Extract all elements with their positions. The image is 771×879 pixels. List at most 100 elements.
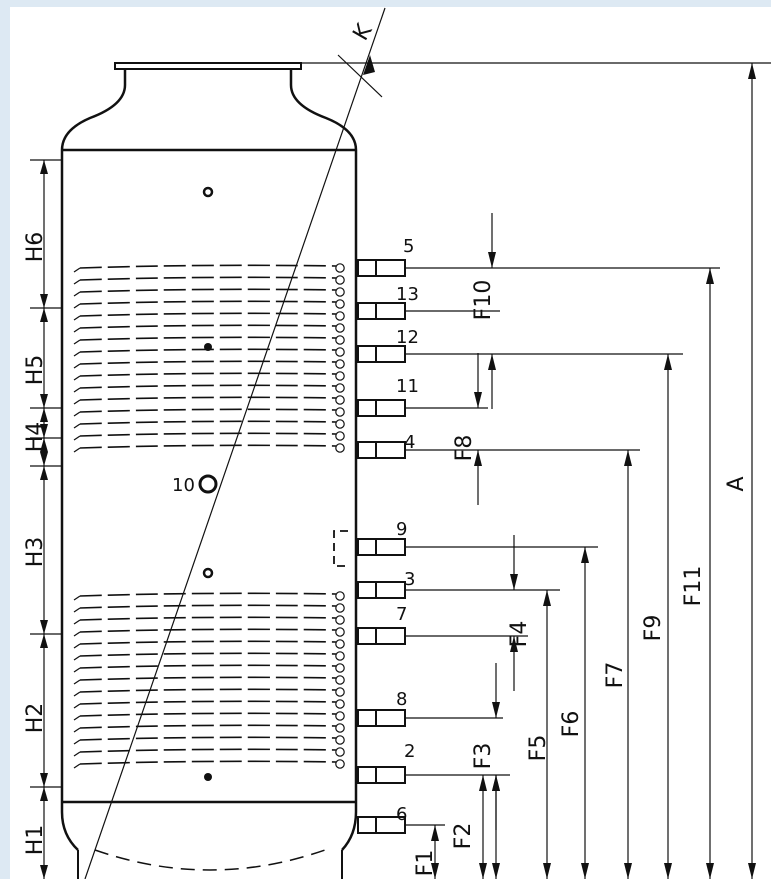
lower-coil-pipe-section bbox=[335, 675, 345, 685]
right-dimension-lines bbox=[300, 62, 771, 879]
nozzle bbox=[357, 581, 406, 599]
upper-coil bbox=[73, 263, 345, 453]
dim-label-f9: F9 bbox=[641, 615, 666, 642]
lower-coil-turn-end bbox=[73, 715, 81, 721]
upper-coil-pipe-section bbox=[335, 335, 345, 345]
conn-num-4: 4 bbox=[404, 432, 415, 453]
left-arrow-down bbox=[40, 620, 48, 634]
dim-f9-arrow-bottom bbox=[664, 863, 672, 879]
tilt-diagonal bbox=[84, 7, 386, 879]
dim-label-h3: H3 bbox=[23, 537, 48, 568]
tilt-arrow bbox=[363, 55, 375, 75]
lower-coil-pipe-section bbox=[335, 711, 345, 721]
upper-coil-turn-end bbox=[73, 339, 81, 345]
dim-f7-arrow-bottom bbox=[624, 863, 632, 879]
dim-label-a: A bbox=[724, 476, 749, 491]
dim-label-h2: H2 bbox=[23, 703, 48, 734]
lower-coil-turn bbox=[79, 724, 337, 729]
upper-coil-turn-end bbox=[73, 351, 81, 357]
sensor-socket-1 bbox=[202, 186, 214, 198]
lower-coil-turn bbox=[79, 760, 337, 765]
tank-shell-right bbox=[289, 70, 358, 851]
upper-coil-turn-end bbox=[73, 375, 81, 381]
upper-coil-turn-end bbox=[73, 423, 81, 429]
upper-coil-turn-end bbox=[73, 435, 81, 441]
upper-coil-turn bbox=[79, 288, 337, 293]
dim-f8-arrow-a bbox=[474, 392, 482, 408]
dim-label-h5: H5 bbox=[23, 355, 48, 386]
dim-f9-arrow-top bbox=[664, 354, 672, 370]
dim-f4-arrow-a bbox=[510, 574, 518, 590]
conn-num-9: 9 bbox=[396, 519, 407, 540]
left-arrow-down bbox=[40, 424, 48, 438]
upper-coil-turn-end bbox=[73, 363, 81, 369]
upper-coil-pipe-section bbox=[335, 347, 345, 357]
upper-coil-turn bbox=[79, 420, 337, 425]
upper-coil-turn bbox=[79, 396, 337, 401]
lower-coil-turn-end bbox=[73, 763, 81, 769]
upper-coil-turn bbox=[79, 300, 337, 305]
nozzle bbox=[357, 627, 406, 645]
dim-label-h4: H4 bbox=[23, 422, 48, 453]
dim-f1-arrow-top bbox=[431, 825, 439, 841]
conn-num-6: 6 bbox=[396, 804, 407, 825]
lower-coil-pipe-section bbox=[335, 663, 345, 673]
bottom-dome-dashed bbox=[94, 849, 326, 871]
upper-coil-pipe-section bbox=[335, 419, 345, 429]
upper-coil-turn bbox=[79, 360, 337, 365]
dim-f7-arrow-top bbox=[624, 450, 632, 466]
dim-f5-arrow-bottom bbox=[543, 863, 551, 879]
lower-coil-turn bbox=[79, 688, 337, 693]
dim-label-h1: H1 bbox=[23, 825, 48, 856]
upper-coil-turn bbox=[79, 408, 337, 413]
lower-coil-turn bbox=[79, 652, 337, 657]
sensor-socket-3 bbox=[202, 567, 214, 579]
dim-f10-arrow-a bbox=[488, 252, 496, 268]
conn-num-2: 2 bbox=[404, 741, 415, 762]
upper-coil-pipe-section bbox=[335, 407, 345, 417]
left-arrow-down bbox=[40, 294, 48, 308]
lower-coil-pipe-section bbox=[335, 615, 345, 625]
nozzle bbox=[357, 345, 406, 363]
upper-coil-turn bbox=[79, 336, 337, 341]
upper-coil-turn-end bbox=[73, 399, 81, 405]
dim-label-f2: F2 bbox=[451, 823, 476, 850]
upper-coil-pipe-section bbox=[335, 371, 345, 381]
optional-socket-9 bbox=[333, 530, 348, 567]
conn-num-10: 10 bbox=[172, 475, 195, 496]
upper-coil-pipe-section bbox=[335, 395, 345, 405]
lower-coil-turn-end bbox=[73, 739, 81, 745]
upper-coil-turn bbox=[79, 324, 337, 329]
upper-coil-pipe-section bbox=[335, 299, 345, 309]
upper-coil-turn-end bbox=[73, 279, 81, 285]
lower-coil-turn bbox=[79, 592, 337, 597]
lower-coil-pipe-section bbox=[335, 747, 345, 757]
nozzle bbox=[357, 441, 406, 459]
lower-coil-turn bbox=[79, 640, 337, 645]
dim-f10-arrow-b bbox=[488, 354, 496, 370]
upper-coil-turn bbox=[79, 384, 337, 389]
dim-label-f4: F4 bbox=[507, 621, 532, 648]
nozzle bbox=[357, 399, 406, 417]
upper-coil-turn-end bbox=[73, 447, 81, 453]
dim-label-f5: F5 bbox=[526, 735, 551, 762]
lower-coil-turn bbox=[79, 712, 337, 717]
dim-f3-base-arrow-bottom bbox=[492, 863, 500, 879]
lower-coil-turn bbox=[79, 628, 337, 633]
upper-coil-turn-end bbox=[73, 327, 81, 333]
lower-coil-pipe-section bbox=[335, 759, 345, 769]
lower-coil-pipe-section bbox=[335, 651, 345, 661]
upper-coil-turn bbox=[79, 372, 337, 377]
lower-coil-turn bbox=[79, 676, 337, 681]
left-arrow-up bbox=[40, 634, 48, 648]
lower-coil-pipe-section bbox=[335, 735, 345, 745]
left-arrow-down bbox=[40, 394, 48, 408]
nozzle bbox=[357, 259, 406, 277]
lower-coil-pipe-section bbox=[335, 699, 345, 709]
conn-num-7: 7 bbox=[396, 604, 407, 625]
left-arrow-down bbox=[40, 773, 48, 787]
lower-coil-turn-end bbox=[73, 607, 81, 613]
upper-coil-pipe-section bbox=[335, 287, 345, 297]
upper-coil-pipe-section bbox=[335, 443, 345, 453]
